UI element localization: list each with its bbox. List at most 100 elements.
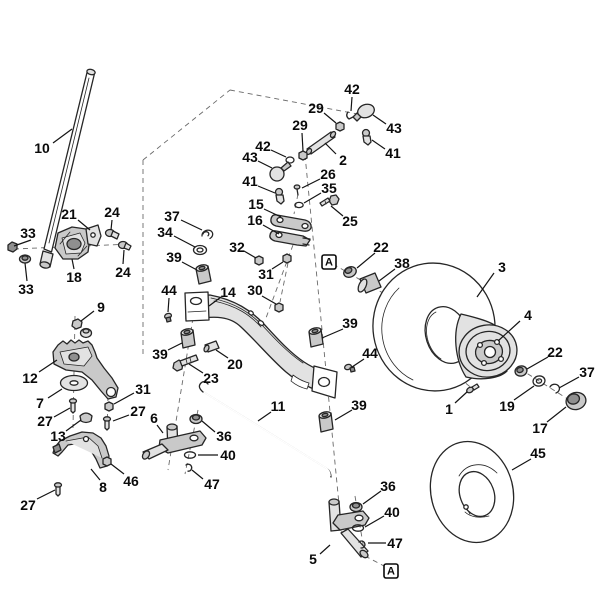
- leader-line: [324, 142, 337, 155]
- drag-link-rod: [198, 381, 332, 478]
- screw-1: [466, 383, 480, 394]
- inner-tube: [429, 440, 515, 544]
- leader-line: [208, 296, 222, 307]
- washer-35: [294, 201, 304, 209]
- part-label: 37: [164, 208, 180, 224]
- leader-line: [513, 385, 535, 401]
- section-marker-box: [383, 563, 399, 579]
- part-label: 44: [161, 282, 177, 298]
- part-label: 19: [499, 398, 515, 414]
- part-label: 11: [271, 398, 286, 414]
- part-label: 13: [50, 428, 66, 444]
- pivot-bushing-dome: [79, 327, 93, 339]
- leader-lines: [13, 96, 580, 555]
- part-label: 32: [229, 239, 245, 255]
- leader-line: [90, 468, 101, 481]
- grease-fitting-41-left: [274, 187, 285, 205]
- part-label: 39: [342, 315, 358, 331]
- flange-nut-36-left: [189, 413, 203, 425]
- leader-line: [167, 342, 183, 351]
- friction-disc-7: [59, 374, 89, 392]
- hex-nut-29-left: [298, 150, 308, 161]
- leader-line: [497, 320, 521, 342]
- leader-line: [303, 192, 322, 204]
- clip-47-left: [185, 463, 193, 472]
- part-label: 45: [530, 445, 546, 461]
- hex-nut-31-left: [104, 401, 114, 412]
- leader-line: [262, 224, 280, 235]
- leader-line: [53, 407, 71, 418]
- part-label: 9: [97, 299, 105, 315]
- part-label: 38: [394, 255, 410, 271]
- plug-13: [79, 412, 93, 424]
- axle-support-bracket: [52, 431, 110, 469]
- leader-line: [558, 376, 580, 389]
- leader-line: [180, 219, 203, 231]
- part-label: 27: [130, 403, 146, 419]
- part-label: 30: [247, 282, 263, 298]
- leader-line: [257, 185, 276, 194]
- part-label: 12: [22, 370, 38, 386]
- bolt-25: [319, 194, 340, 207]
- hub-cap-17: [565, 391, 587, 411]
- screw-26: [293, 184, 301, 196]
- part-label: 14: [220, 284, 236, 300]
- leader-line: [546, 406, 567, 423]
- leader-line: [321, 328, 344, 339]
- steering-sector-gear: [52, 339, 119, 400]
- leader-line: [454, 391, 468, 404]
- rivet-44-left: [163, 312, 173, 323]
- hex-nut-33-top: [7, 241, 18, 253]
- part-label: 40: [384, 504, 400, 520]
- leader-line: [270, 149, 287, 158]
- leader-line: [334, 409, 353, 421]
- hex-nut-46: [102, 456, 112, 467]
- leader-line: [378, 268, 396, 282]
- part-label: 40: [220, 447, 236, 463]
- part-label: 31: [258, 266, 274, 282]
- part-label: 22: [547, 344, 563, 360]
- bushing-cap-22-left: [343, 266, 357, 278]
- leader-line: [351, 358, 365, 368]
- bushing-39-beam-left: [180, 328, 196, 349]
- part-label: 5: [309, 551, 317, 567]
- c-clip-37-left: [201, 229, 214, 240]
- screw-27-bottom: [53, 482, 63, 497]
- part-label: 36: [380, 478, 396, 494]
- part-label: 4: [524, 307, 532, 323]
- part-label: 15: [248, 196, 264, 212]
- leader-line: [243, 250, 257, 259]
- front-axle-beam: [184, 291, 338, 399]
- leader-line: [257, 160, 273, 169]
- leader-line: [24, 262, 28, 282]
- part-label: 25: [342, 213, 358, 229]
- part-label: 42: [344, 81, 360, 97]
- leader-line: [215, 349, 229, 359]
- part-label: 27: [37, 413, 53, 429]
- leader-line: [350, 96, 353, 112]
- part-label: 33: [18, 281, 34, 297]
- part-label: 29: [308, 100, 324, 116]
- leader-line: [330, 205, 344, 217]
- cotter-42-right: [346, 111, 354, 120]
- part-label: 44: [362, 345, 378, 361]
- part-label: 39: [166, 249, 182, 265]
- flange-nut-36-right: [349, 501, 363, 513]
- part-label: 23: [203, 370, 219, 386]
- leader-line: [156, 424, 164, 434]
- part-label: 35: [321, 180, 337, 196]
- part-label: 24: [104, 204, 120, 220]
- pivot-bolt-23: [172, 354, 199, 372]
- leader-line: [36, 489, 56, 500]
- leader-line: [476, 272, 495, 298]
- part-label: 1: [445, 401, 453, 417]
- leader-line: [271, 261, 284, 270]
- hex-nut-30: [274, 302, 284, 313]
- leader-line: [110, 219, 113, 231]
- leader-line: [364, 515, 385, 528]
- leader-line: [526, 356, 549, 370]
- leader-line: [13, 239, 32, 247]
